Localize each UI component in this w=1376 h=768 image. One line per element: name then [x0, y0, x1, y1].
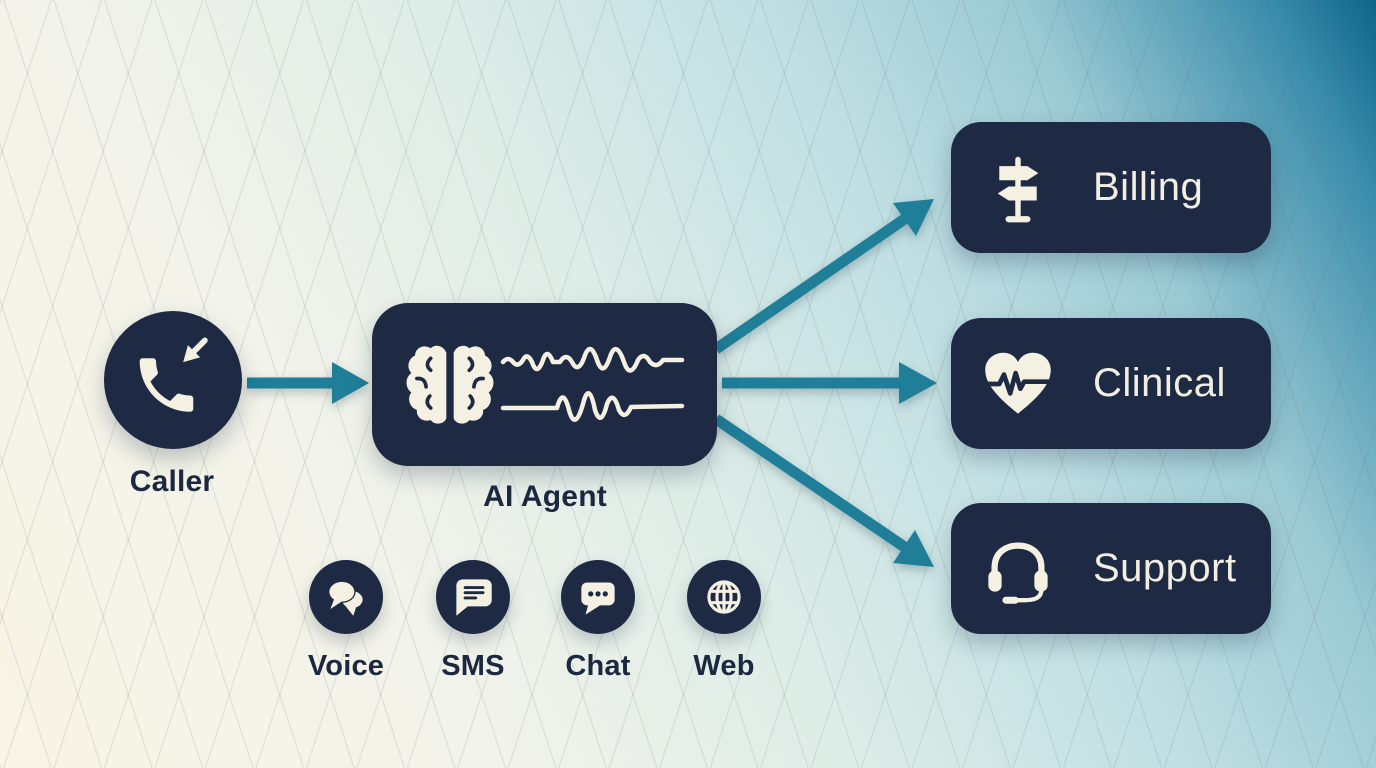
- destination-support-label: Support: [1093, 546, 1237, 590]
- channel-sms: SMS: [411, 560, 535, 683]
- arrow-agent-to-support: [712, 414, 934, 567]
- heart-pulse-icon: [982, 352, 1054, 414]
- destination-billing-label: Billing: [1093, 165, 1204, 209]
- incoming-arrow: [183, 337, 208, 363]
- arrow-caller-to-agent: [247, 362, 369, 404]
- message-lines-icon: [456, 579, 492, 616]
- channel-voice: Voice: [284, 560, 408, 683]
- caller-label: Caller: [129, 465, 215, 498]
- channel-chat: Chat: [536, 560, 660, 683]
- destination-billing: Billing: [951, 122, 1271, 253]
- phone-incoming-icon: [139, 337, 208, 412]
- arrow-agent-to-billing: [712, 199, 934, 354]
- channel-sms-label: SMS: [441, 650, 505, 682]
- speech-bubbles-icon: [327, 580, 363, 616]
- channel-web: Web: [662, 560, 786, 683]
- channel-web-label: Web: [693, 650, 755, 682]
- arrow-agent-to-clinical: [722, 362, 937, 404]
- brain-icon: [404, 343, 496, 425]
- channel-voice-label: Voice: [307, 650, 385, 682]
- ai-agent-node: [372, 303, 717, 466]
- message-dots-icon: [581, 582, 615, 615]
- destination-clinical-label: Clinical: [1093, 361, 1226, 405]
- destination-support: Support: [951, 503, 1271, 634]
- waveform-icon: [500, 346, 685, 422]
- channel-chat-label: Chat: [565, 650, 631, 682]
- destination-clinical: Clinical: [951, 318, 1271, 449]
- caller-node: [104, 311, 242, 449]
- globe-icon: [707, 580, 741, 614]
- ai-agent-label: AI Agent: [483, 480, 607, 513]
- signpost-icon: [997, 156, 1039, 222]
- headset-icon: [988, 541, 1048, 604]
